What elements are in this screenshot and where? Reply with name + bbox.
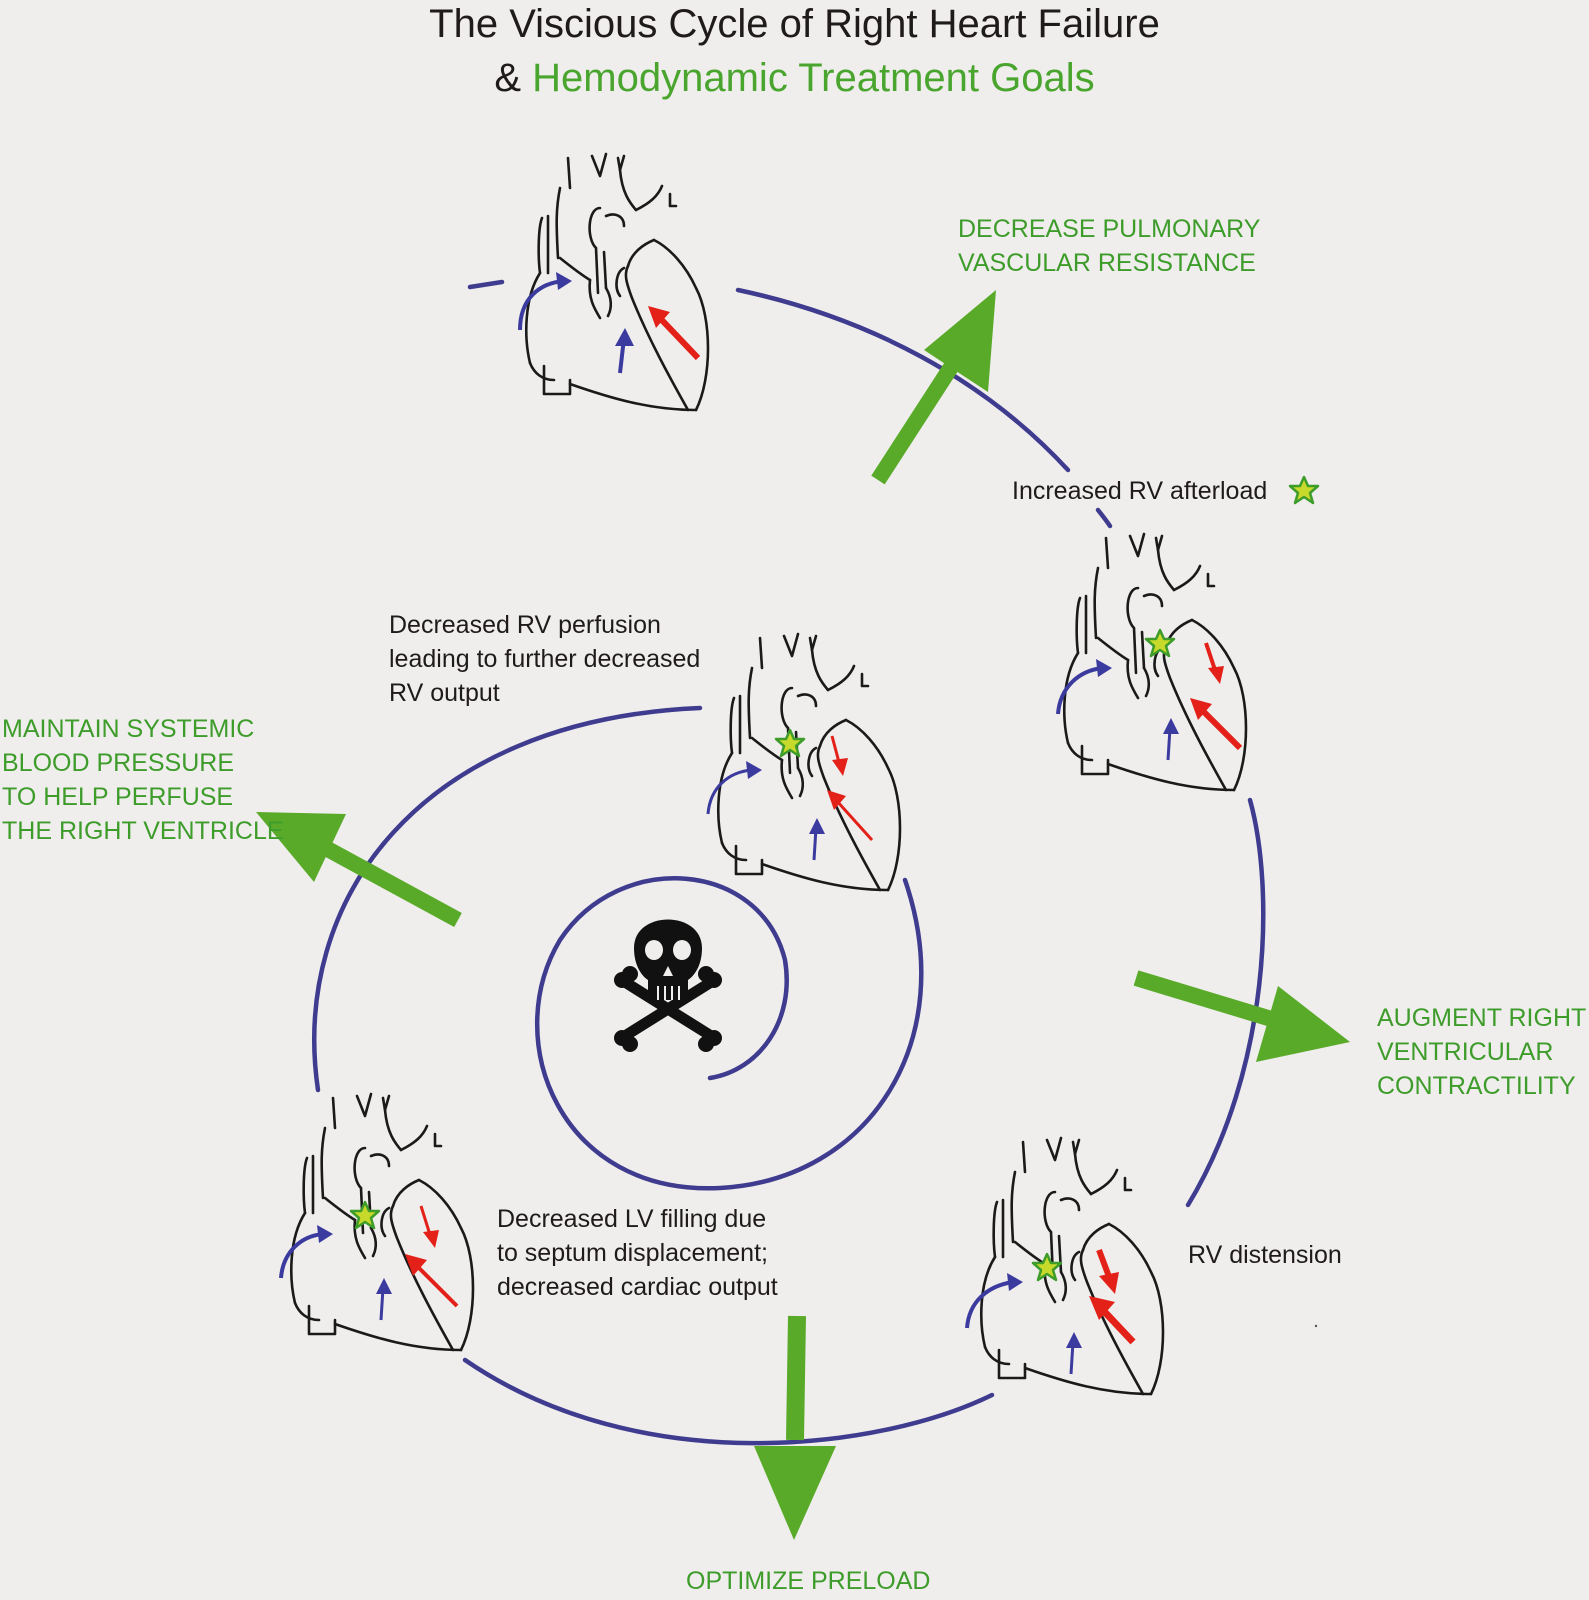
stage-perfusion-line-3: RV output: [389, 679, 500, 707]
heart-afterload: [1056, 532, 1248, 792]
goal-pvr-line-2: VASCULAR RESISTANCE: [958, 249, 1256, 277]
title-prefix: &: [494, 56, 533, 100]
heart-lv-filling: [279, 1092, 475, 1352]
heart-perfusion: [706, 632, 902, 892]
cycle-arc-3: [462, 1357, 995, 1446]
red-pressure-arrow: [655, 313, 701, 361]
cycle-dash: [467, 279, 505, 290]
stage-lv-filling-line-1: Decreased LV filling due: [497, 1205, 767, 1233]
goal-bp: MAINTAIN SYSTEMIC BLOOD PRESSURE TO HELP…: [2, 712, 284, 848]
cycle-arc-1: [735, 287, 1071, 473]
goal-pvr: DECREASE PULMONARY VASCULAR RESISTANCE: [958, 212, 1260, 280]
stage-perfusion: Decreased RV perfusion leading to furthe…: [389, 608, 700, 710]
stage-afterload: Increased RV afterload: [1012, 477, 1268, 505]
stage-lv-filling: Decreased LV filling due to septum displ…: [497, 1202, 778, 1304]
cycle-arc-2: [1185, 797, 1266, 1208]
speck: [1314, 1324, 1318, 1328]
title-line-1: The Viscious Cycle of Right Heart Failur…: [429, 2, 1160, 46]
title-green: Hemodynamic Treatment Goals: [532, 56, 1095, 100]
stage-distension: RV distension: [1188, 1241, 1342, 1269]
goal-contractility-line-3: CONTRACTILITY: [1377, 1072, 1576, 1100]
goal-arrows: [256, 290, 1350, 1540]
goal-bp-line-1: MAINTAIN SYSTEMIC: [2, 715, 255, 743]
title-line-2: & Hemodynamic Treatment Goals: [0, 56, 1589, 101]
goal-arrow-bp: [256, 812, 462, 928]
heart-distension: [965, 1136, 1165, 1396]
goal-bp-line-2: BLOOD PRESSURE: [2, 749, 235, 777]
blue-flow-arrow: [518, 279, 565, 331]
cycle-arc-inner: [535, 876, 924, 1191]
cycle-arc-4: [312, 705, 703, 1093]
heart-top: [518, 152, 710, 412]
goal-bp-line-4: THE RIGHT VENTRICLE: [2, 817, 284, 845]
goal-arrow-preload: [754, 1315, 836, 1540]
stage-lv-filling-line-2: to septum displacement;: [497, 1239, 768, 1267]
stage-perfusion-line-1: Decreased RV perfusion: [389, 611, 661, 639]
star-icon: [1288, 475, 1320, 505]
goal-preload: OPTIMIZE PRELOAD: [686, 1567, 931, 1595]
goal-arrow-contractility: [1133, 970, 1350, 1062]
goal-pvr-line-1: DECREASE PULMONARY: [958, 215, 1261, 243]
skull-crossbones-icon: [614, 919, 722, 1052]
goal-contractility: AUGMENT RIGHT VENTRICULAR CONTRACTILITY: [1377, 1001, 1586, 1103]
stage-perfusion-line-2: leading to further decreased: [389, 645, 701, 673]
cycle-arc-1b: [1095, 507, 1113, 529]
goal-contractility-line-1: AUGMENT RIGHT: [1377, 1004, 1587, 1032]
goal-bp-line-3: TO HELP PERFUSE: [2, 783, 234, 811]
heart-outline-icon: [1063, 532, 1248, 792]
cycle-spiral: [312, 279, 1266, 1446]
star-icon: [1144, 628, 1176, 658]
stage-lv-filling-line-3: decreased cardiac output: [497, 1273, 778, 1301]
goal-arrow-pvr: [871, 290, 996, 485]
heart-outline-icon: [717, 632, 902, 892]
goal-contractility-line-2: VENTRICULAR: [1377, 1038, 1554, 1066]
